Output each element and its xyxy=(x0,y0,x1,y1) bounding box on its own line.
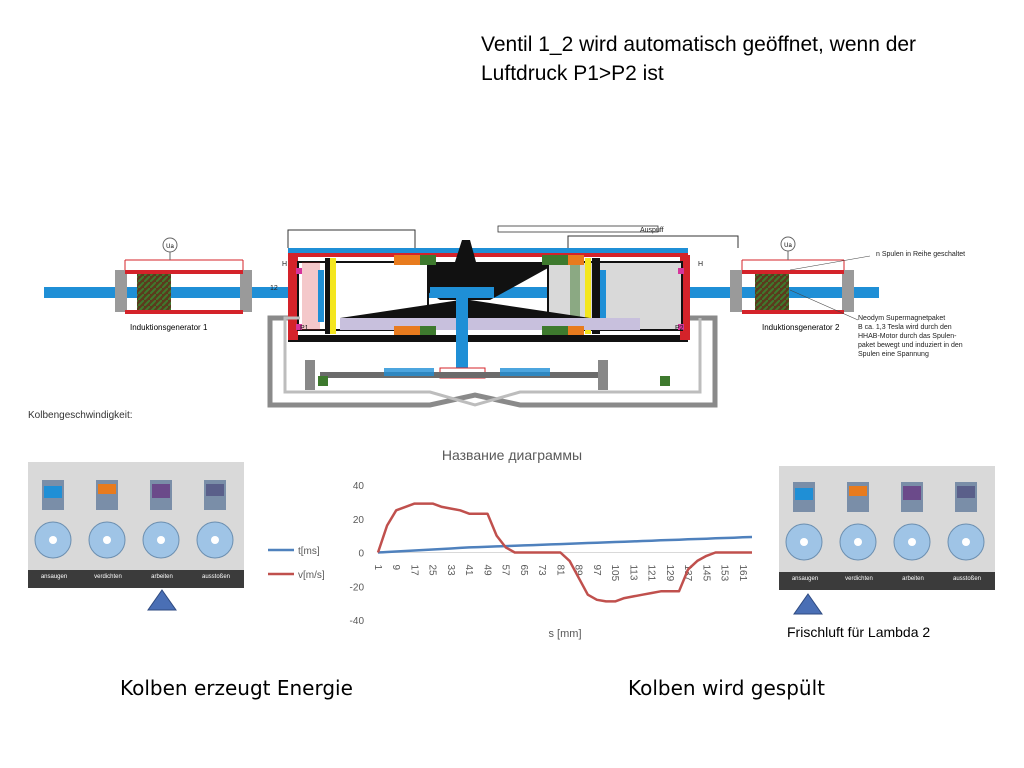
x-tick-label: 41 xyxy=(463,565,474,577)
piston-rod-lower xyxy=(340,318,640,330)
y-tick-label: 40 xyxy=(353,481,365,492)
stroke-cell-r4 xyxy=(941,466,993,576)
x-tick-label: 49 xyxy=(481,565,492,577)
vertical-rod xyxy=(456,298,468,378)
x-tick-label: 73 xyxy=(536,565,547,577)
x-tick-label: 145 xyxy=(700,565,711,582)
slide-title: Ventil 1_2 wird automatisch geöffnet, we… xyxy=(481,33,917,85)
gen-left-endcap-1 xyxy=(115,270,127,312)
chart-title: Название диаграммы xyxy=(442,447,582,463)
lower-rail xyxy=(320,372,600,378)
svg-text:12: 12 xyxy=(270,285,278,292)
x-tick-label: 9 xyxy=(390,565,401,571)
x-tick-label: 1 xyxy=(372,565,383,571)
svg-text:H: H xyxy=(282,261,287,268)
bottom-black-bar xyxy=(288,335,688,342)
velocity-chart: Название диаграммы -40 -20 0 20 40 1 9 17 25 33 4… xyxy=(268,447,753,640)
stroke-cell-4 xyxy=(190,462,242,572)
gen-right-bottom-bar xyxy=(742,310,844,314)
series-line-1 xyxy=(377,535,753,554)
gen-right-top-bar xyxy=(742,270,844,274)
svg-text:Ua: Ua xyxy=(784,243,792,249)
gen-left-label: Induktionsgenerator 1 xyxy=(130,323,208,332)
svg-text:P1: P1 xyxy=(300,325,309,332)
gen-left-top-bar xyxy=(125,270,243,274)
x-tick-label: 57 xyxy=(500,565,511,577)
note-magnet: Neodym Supermagnetpaket B ca. 1,3 Tesla … xyxy=(858,315,963,358)
x-tick-label: 121 xyxy=(646,565,657,582)
y-tick-label: -40 xyxy=(350,616,365,627)
y-tick-label: 0 xyxy=(358,549,364,560)
x-tick-label: 33 xyxy=(445,565,456,577)
gen-right-endcap-1 xyxy=(730,270,742,312)
svg-text:Ua: Ua xyxy=(166,244,174,250)
marker-right-icon xyxy=(793,593,823,615)
left-wall xyxy=(288,255,298,340)
stroke-panel-left: ansaugen verdichten arbeiten ausstoßen xyxy=(28,462,244,588)
legend-label: v[m/s] xyxy=(298,570,325,581)
top-red-bar xyxy=(288,253,688,257)
caption-right: Kolben wird gespült xyxy=(628,676,825,700)
x-tick-label: 97 xyxy=(591,565,602,577)
y-tick-label: -20 xyxy=(350,582,365,593)
x-tick-label: 129 xyxy=(664,565,675,582)
caption-left: Kolben erzeugt Energie xyxy=(120,676,353,700)
svg-text:P2: P2 xyxy=(675,325,684,332)
stroke-cell-r2 xyxy=(833,466,885,576)
stroke-panel-right: ansaugen verdichten arbeiten ausstoßen xyxy=(779,466,995,590)
x-tick-label: 81 xyxy=(554,565,565,577)
x-tick-label: 161 xyxy=(737,565,748,582)
legend-label: t[ms] xyxy=(298,546,320,557)
x-tick-label: 105 xyxy=(609,565,620,582)
x-tick-label: 153 xyxy=(719,565,730,582)
stroke-cell-3 xyxy=(136,462,188,572)
kolben-label: Kolbengeschwindigkeit: xyxy=(28,410,133,421)
svg-text:H: H xyxy=(698,261,703,268)
stroke-cell-2 xyxy=(82,462,134,572)
frischluft-label: Frischluft für Lambda 2 xyxy=(787,624,931,640)
x-tick-label: 113 xyxy=(627,565,638,581)
piston-left xyxy=(325,258,333,334)
x-tick-label: 89 xyxy=(573,565,584,577)
gen-right-label: Induktionsgenerator 2 xyxy=(762,323,840,332)
stroke-cell-r3 xyxy=(887,466,939,576)
auspuff-label: Auspuff xyxy=(640,227,664,234)
note-coils: n Spulen in Reihe geschaltet xyxy=(876,251,966,258)
top-blue-bar xyxy=(288,248,688,253)
engine-diagram: Ua Induktionsgenerator 1 Ua Induktionsge… xyxy=(44,225,879,408)
gen-left-endcap-2 xyxy=(240,270,252,312)
chart-xlabel: s [mm] xyxy=(549,628,582,640)
stroke-cell-1 xyxy=(28,462,80,572)
gen-left-bottom-bar xyxy=(125,310,243,314)
y-tick-label: 20 xyxy=(353,515,365,526)
x-tick-label: 65 xyxy=(518,565,529,577)
gen-right-endcap-2 xyxy=(842,270,854,312)
stroke-cell-r1 xyxy=(779,466,831,576)
x-tick-label: 25 xyxy=(427,565,438,577)
right-wall xyxy=(680,255,690,340)
series-line-2 xyxy=(376,502,752,603)
piston-right xyxy=(585,258,591,334)
x-tick-label: 17 xyxy=(408,565,419,577)
marker-left-icon xyxy=(147,589,177,611)
